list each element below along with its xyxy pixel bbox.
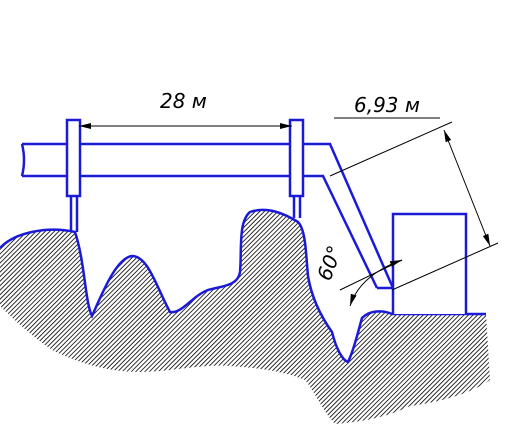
- pipeline: [20, 142, 395, 289]
- support-legs: [69, 196, 302, 232]
- angle-dimension: [339, 259, 403, 307]
- support-clamp-left: [65, 118, 82, 198]
- incline-length-label: 6,93 м: [354, 93, 420, 117]
- chamber: [391, 212, 468, 314]
- incline-angle-label: 60°: [312, 242, 347, 284]
- incline-dimension: [329, 117, 499, 291]
- support-clamp-right: [288, 118, 305, 198]
- soil-hatch: [0, 209, 490, 424]
- ground-line: [0, 208, 486, 364]
- span-length-label: 28 м: [160, 89, 207, 113]
